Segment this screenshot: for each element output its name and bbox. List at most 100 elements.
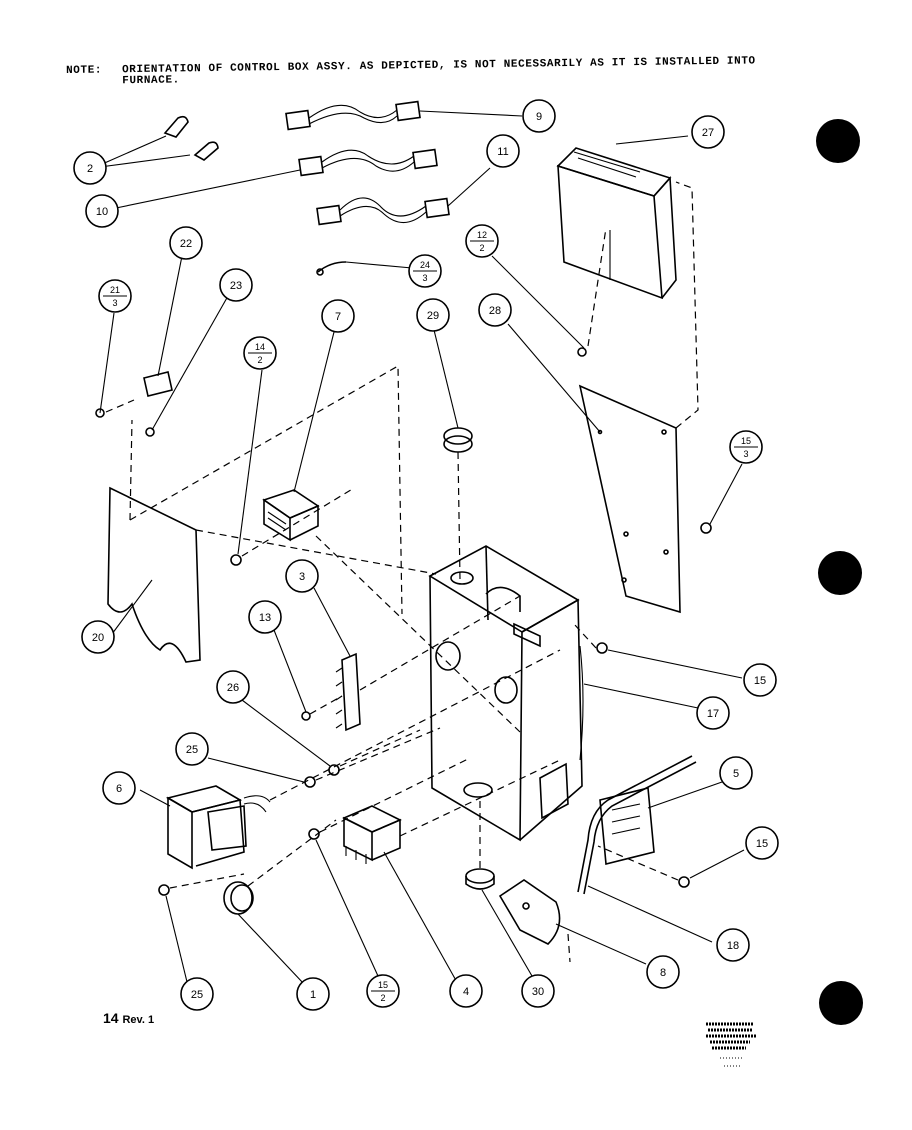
part-sensor-18 — [577, 755, 713, 943]
callout-label-bottom: 3 — [422, 273, 427, 283]
callout-15-3: 15 3 — [729, 430, 763, 464]
part-screw-15a — [700, 463, 743, 534]
part-screw-12 — [491, 227, 607, 357]
part-control-box — [428, 545, 699, 842]
callout-label: 28 — [489, 305, 501, 317]
part-screw-25b — [158, 873, 245, 987]
callout-28: 28 — [478, 293, 512, 327]
callout-3: 3 — [285, 559, 319, 593]
callout-21-3: 21 3 — [98, 279, 132, 313]
part-screw-13 — [273, 629, 343, 721]
callout-6: 6 — [102, 771, 136, 805]
callout-30: 30 — [521, 974, 555, 1008]
part-screw-14 — [230, 369, 355, 566]
callout-25b: 25 — [180, 977, 214, 1011]
callout-label: 25 — [191, 989, 203, 1001]
callout-26: 26 — [216, 670, 250, 704]
callout-29: 29 — [416, 298, 450, 332]
callout-label: 8 — [660, 967, 666, 979]
part-screw-25a — [207, 727, 441, 788]
part-wire-24 — [316, 261, 413, 276]
part-grommet-29 — [433, 329, 473, 581]
callout-27: 27 — [691, 115, 725, 149]
callout-17: 17 — [696, 696, 730, 730]
part-side-panel — [107, 364, 403, 663]
callout-label: 13 — [259, 612, 271, 624]
callout-label-bottom: 3 — [112, 298, 117, 308]
callout-label: 15 — [754, 675, 766, 687]
part-screw-15c — [597, 845, 745, 888]
page-number-main: 14 — [103, 1010, 119, 1026]
callout-label: 17 — [707, 708, 719, 720]
callout-24-3: 24 3 — [408, 254, 442, 288]
callout-label: 5 — [733, 768, 739, 780]
callout-20: 20 — [81, 620, 115, 654]
part-bracket-22 — [95, 255, 229, 437]
part-bracket-8 — [498, 879, 647, 965]
part-transformer — [139, 785, 271, 870]
callout-14-2: 14 2 — [243, 336, 277, 370]
callout-23: 23 — [219, 268, 253, 302]
part-harness-9 — [285, 100, 523, 131]
callout-15b: 15 — [743, 663, 777, 697]
callout-1: 1 — [296, 977, 330, 1011]
callout-label: 18 — [727, 940, 739, 952]
part-control-board — [556, 135, 689, 300]
callout-label-bottom: 2 — [257, 355, 262, 365]
callout-25a: 25 — [175, 732, 209, 766]
part-relay-4 — [342, 805, 459, 985]
part-screw-15b — [573, 623, 743, 679]
callout-18: 18 — [716, 928, 750, 962]
callout-label-bottom: 2 — [479, 243, 484, 253]
callout-11: 11 — [486, 134, 520, 168]
callout-label: 26 — [227, 682, 239, 694]
publication-stamp — [706, 1022, 756, 1067]
callout-10: 10 — [85, 194, 119, 228]
part-circuit-board — [599, 781, 723, 866]
callout-9: 9 — [522, 99, 556, 133]
callout-15-2: 15 2 — [366, 974, 400, 1008]
part-screw-26 — [241, 699, 421, 776]
page-number: 14 Rev. 1 — [103, 1010, 154, 1026]
part-harness-11 — [316, 167, 491, 226]
callout-label-top: 12 — [477, 230, 487, 240]
callout-22: 22 — [169, 226, 203, 260]
callout-label: 9 — [536, 111, 542, 123]
part-harness-10 — [115, 148, 438, 209]
callout-2: 2 — [73, 151, 107, 185]
callout-label: 11 — [497, 146, 508, 158]
part-plug-30 — [465, 800, 533, 977]
callout-15c: 15 — [745, 826, 779, 860]
callout-label: 27 — [702, 127, 714, 139]
callout-label-top: 21 — [110, 285, 120, 295]
callout-label: 7 — [335, 311, 341, 323]
callout-5: 5 — [719, 756, 753, 790]
callout-label-bottom: 3 — [743, 449, 748, 459]
callout-label-top: 24 — [420, 260, 430, 270]
callout-label: 23 — [230, 280, 242, 292]
callout-label-top: 15 — [741, 436, 751, 446]
callout-label: 1 — [310, 989, 316, 1001]
callout-label: 4 — [463, 986, 469, 998]
binder-hole-top — [816, 119, 860, 163]
callout-label-top: 15 — [378, 980, 388, 990]
page-revision: Rev. 1 — [122, 1014, 155, 1026]
callout-label: 15 — [756, 838, 768, 850]
part-bushing — [223, 819, 337, 985]
assembly-guide-lines — [195, 529, 561, 837]
callout-label: 10 — [96, 206, 108, 218]
part-terminal-strip — [313, 587, 361, 732]
binder-hole-bottom — [819, 981, 863, 1025]
callout-label-bottom: 2 — [380, 993, 385, 1003]
callout-label: 3 — [299, 571, 305, 583]
callout-4: 4 — [449, 974, 483, 1008]
callout-label-top: 14 — [255, 342, 265, 352]
callout-label: 2 — [87, 163, 93, 175]
callout-label: 30 — [532, 986, 544, 998]
callout-7: 7 — [321, 299, 355, 333]
binder-hole-middle — [818, 551, 862, 595]
part-wire-nuts — [99, 115, 219, 168]
callout-label: 22 — [180, 238, 192, 250]
callout-label: 29 — [427, 310, 439, 322]
